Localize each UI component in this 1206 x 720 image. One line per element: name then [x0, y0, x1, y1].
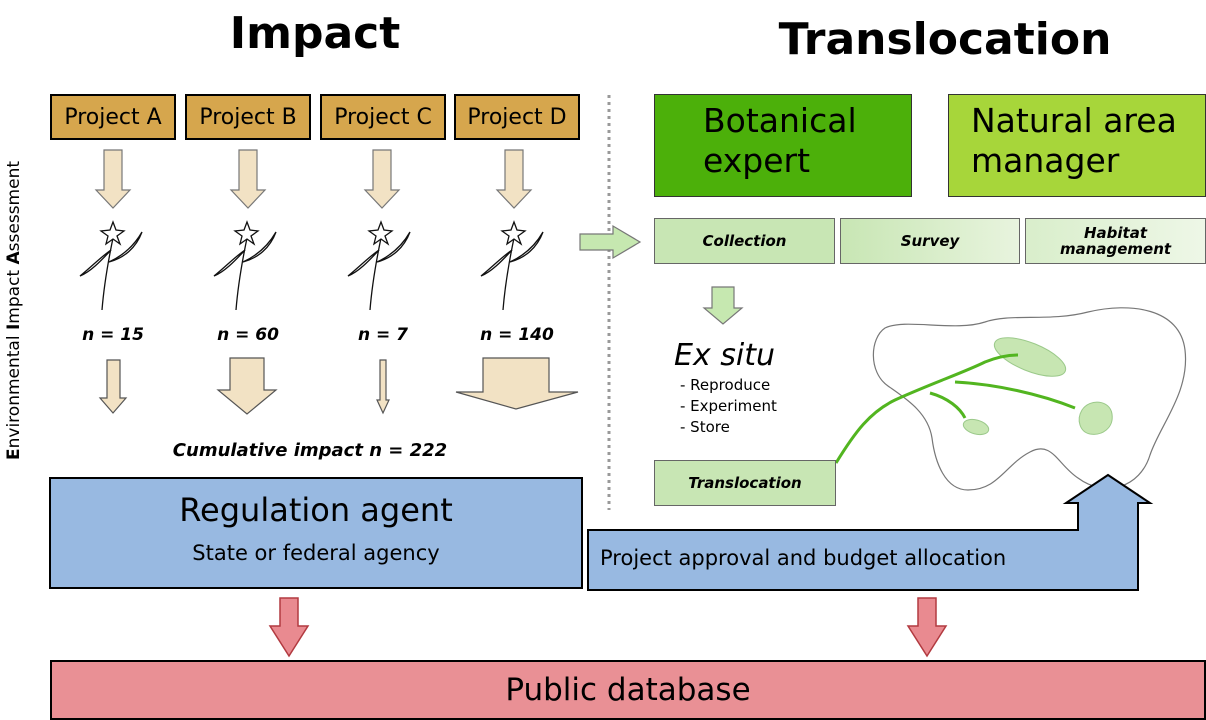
regulation-agent-title: Regulation agent — [179, 491, 453, 529]
impact-arrow-a — [98, 359, 128, 414]
arrow-down-c — [363, 149, 401, 209]
project-c-count: n = 7 — [357, 325, 408, 345]
survey-box: Survey — [840, 218, 1020, 264]
habitat-patch — [962, 418, 990, 436]
habitat-management-box: Habitat management — [1025, 218, 1206, 264]
arrow-to-tasks — [579, 224, 642, 260]
project-c-box: Project C — [320, 94, 446, 140]
arrow-down-a — [94, 149, 132, 209]
arrow-to-database-left — [268, 597, 310, 658]
approval-label: Project approval and budget allocation — [600, 546, 1007, 570]
ex-situ-title: Ex situ — [674, 338, 775, 373]
habitat-patch — [1078, 401, 1113, 435]
translocation-route — [929, 391, 967, 419]
ex-situ-item: - Experiment — [680, 397, 777, 415]
botanical-expert-box: Botanical expert — [654, 94, 912, 197]
project-b-count: n = 60 — [217, 325, 279, 345]
impact-heading: Impact — [229, 8, 401, 59]
habitat-management-line1: Habitat — [1083, 223, 1148, 242]
project-d-box: Project D — [454, 94, 580, 140]
flower-icon-b — [213, 220, 277, 311]
ex-situ-item: - Store — [680, 418, 730, 436]
public-database-label: Public database — [505, 672, 751, 708]
botanical-expert-line2: expert — [703, 140, 811, 180]
public-database-box: Public database — [50, 660, 1206, 720]
botanical-expert-line1: Botanical — [703, 101, 857, 140]
habitat-patch — [993, 337, 1067, 377]
regulation-agent-subtitle: State or federal agency — [192, 541, 440, 565]
habitat-area — [872, 307, 1187, 491]
arrow-to-exsitu — [702, 286, 744, 325]
cumulative-impact-label: Cumulative impact n = 222 — [172, 440, 448, 461]
arrow-down-b — [229, 149, 267, 209]
translocation-box: Translocation — [654, 460, 836, 506]
project-d-count: n = 140 — [480, 325, 554, 345]
approval-arrow — [587, 473, 1154, 591]
flower-icon-a — [79, 220, 143, 311]
translocation-route — [834, 353, 1019, 464]
natural-area-manager-line2: manager — [971, 140, 1120, 180]
project-a-count: n = 15 — [82, 325, 144, 345]
impact-arrow-d — [455, 357, 579, 410]
ex-situ-item: - Reproduce — [680, 376, 771, 394]
arrow-to-database-right — [906, 597, 948, 658]
impact-arrow-c — [376, 359, 390, 415]
habitat-management-line2: management — [1059, 240, 1172, 258]
project-b-box: Project B — [185, 94, 311, 140]
impact-arrow-b — [216, 357, 278, 415]
translocation-route — [954, 380, 1076, 410]
natural-area-manager-box: Natural area manager — [948, 94, 1206, 197]
collection-box: Collection — [654, 218, 835, 264]
arrow-down-d — [495, 149, 533, 209]
natural-area-manager-line1: Natural area — [971, 101, 1177, 140]
flower-icon-d — [480, 220, 544, 311]
project-a-box: Project A — [50, 94, 176, 140]
translocation-heading: Translocation — [778, 14, 1112, 65]
regulation-agent-box: Regulation agent State or federal agency — [49, 477, 583, 589]
flower-icon-c — [347, 220, 411, 311]
